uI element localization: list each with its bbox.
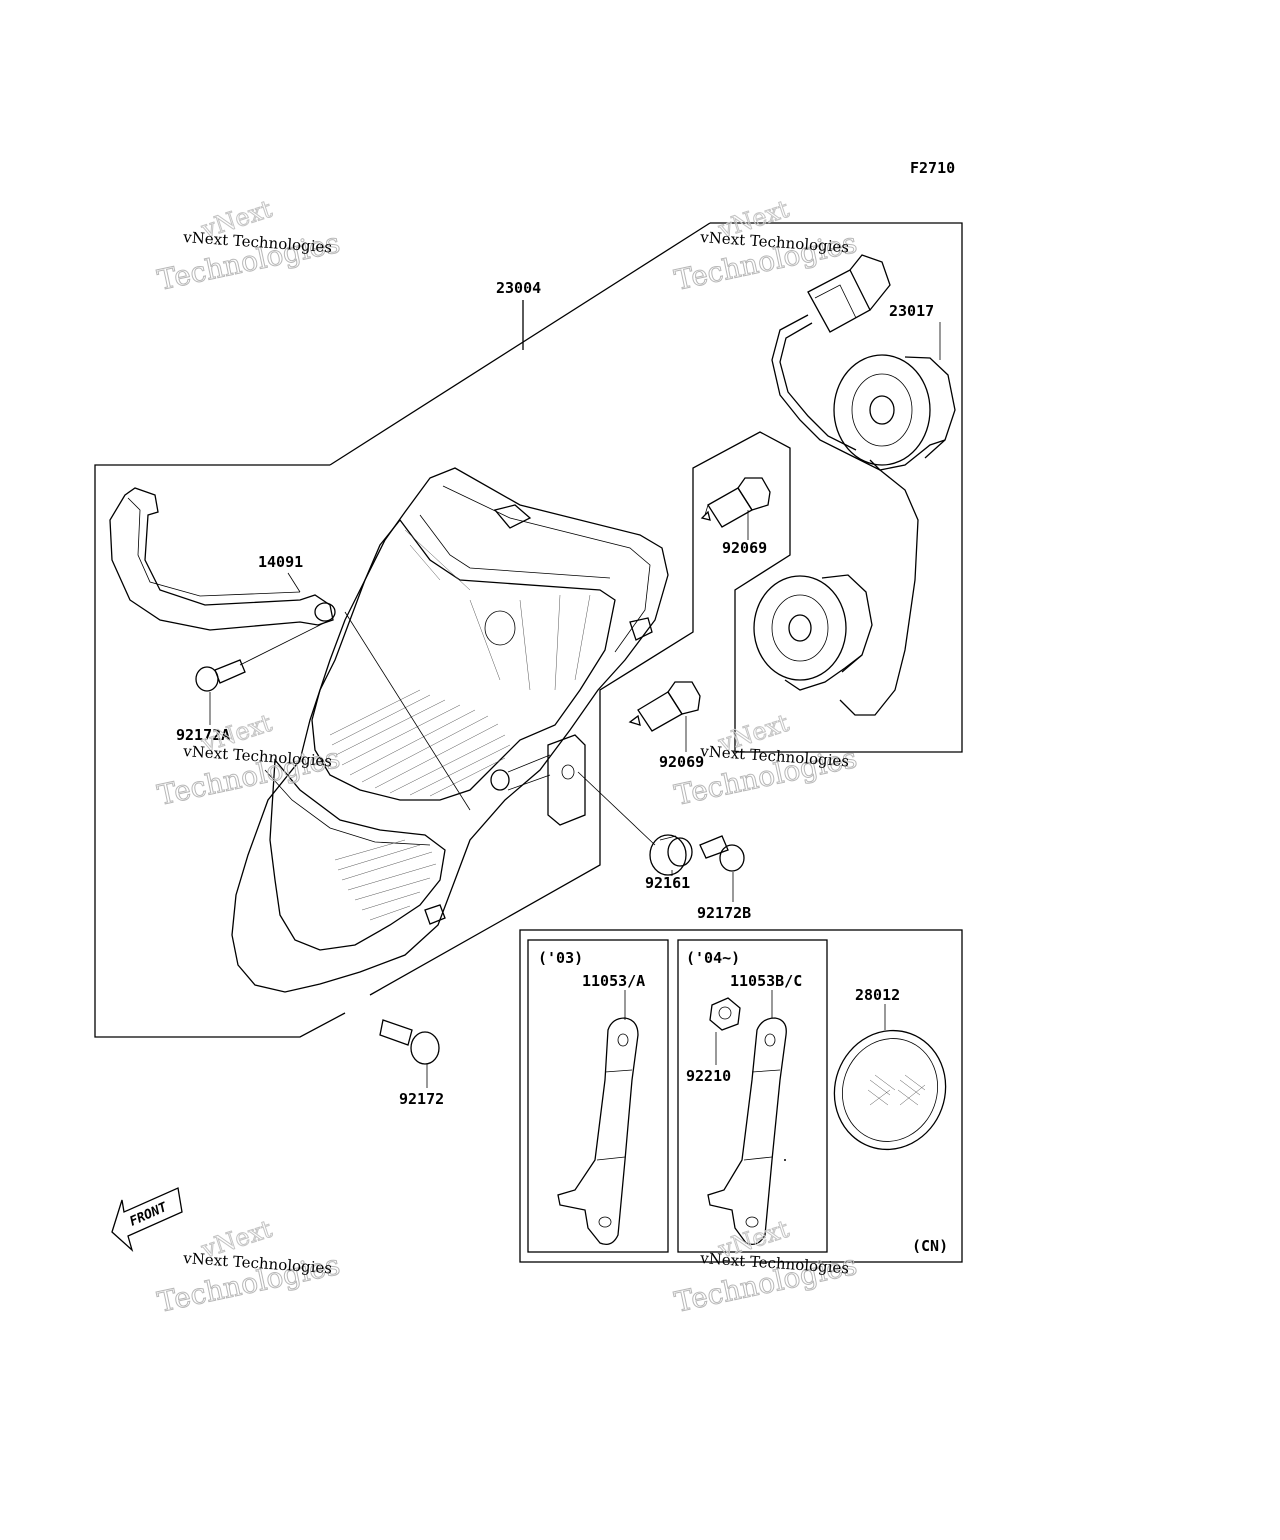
label-bracket-bc: 11053B/C: [730, 972, 802, 990]
watermark-top-left: vNext Technologies vNext Technologies: [154, 194, 343, 297]
bulb-lower-part: 92069: [628, 681, 704, 771]
watermark-mid-left: vNext Technologies vNext Technologies: [154, 708, 343, 812]
label-bulb-lower: 92069: [659, 753, 704, 771]
headlight-body: [231, 467, 669, 993]
label-bracket-a: 11053/A: [582, 972, 645, 990]
front-label: FRONT: [128, 1200, 171, 1230]
bracket-cover-part: 14091: [109, 487, 336, 631]
socket-harness-part: 23017: [753, 254, 956, 716]
watermark-bottom-right: vNext Technologies vNext Technologies: [671, 1214, 860, 1319]
label-screw: 92172: [399, 1090, 444, 1108]
label-nut: 92210: [686, 1067, 731, 1085]
label-reflector: 28012: [855, 986, 900, 1004]
label-year-2003: ('03): [538, 949, 583, 967]
front-direction-arrow: FRONT: [111, 1187, 183, 1252]
grommet-part: 92161: [645, 834, 693, 892]
headlight-assembly-frame: 23004: [94, 222, 963, 1038]
label-bulb-upper: 92069: [722, 539, 767, 557]
figure-code: F2710: [910, 159, 955, 177]
screw-part: 92172: [379, 1019, 444, 1108]
watermark-bottom-left: vNext Technologies vNext Technologies: [154, 1214, 343, 1319]
watermark-top-right: vNext Technologies vNext Technologies: [671, 194, 860, 297]
screw-a-part: 92172A: [176, 619, 331, 744]
label-screw-a: 92172A: [176, 726, 230, 744]
label-headlight-assembly: 23004: [496, 279, 541, 297]
screw-b-part: 92172B: [697, 835, 751, 922]
label-grommet: 92161: [645, 874, 690, 892]
bulb-upper-part: 92069: [700, 477, 771, 557]
label-screw-b: 92172B: [697, 904, 751, 922]
label-market: (CN): [912, 1237, 948, 1255]
variant-box: ('03) ('04~) (CN) 11053/A 11053B/C 92210…: [519, 929, 963, 1263]
label-socket-harness: 23017: [889, 302, 934, 320]
label-year-2004-on: ('04~): [686, 949, 740, 967]
label-bracket-cover: 14091: [258, 553, 303, 571]
